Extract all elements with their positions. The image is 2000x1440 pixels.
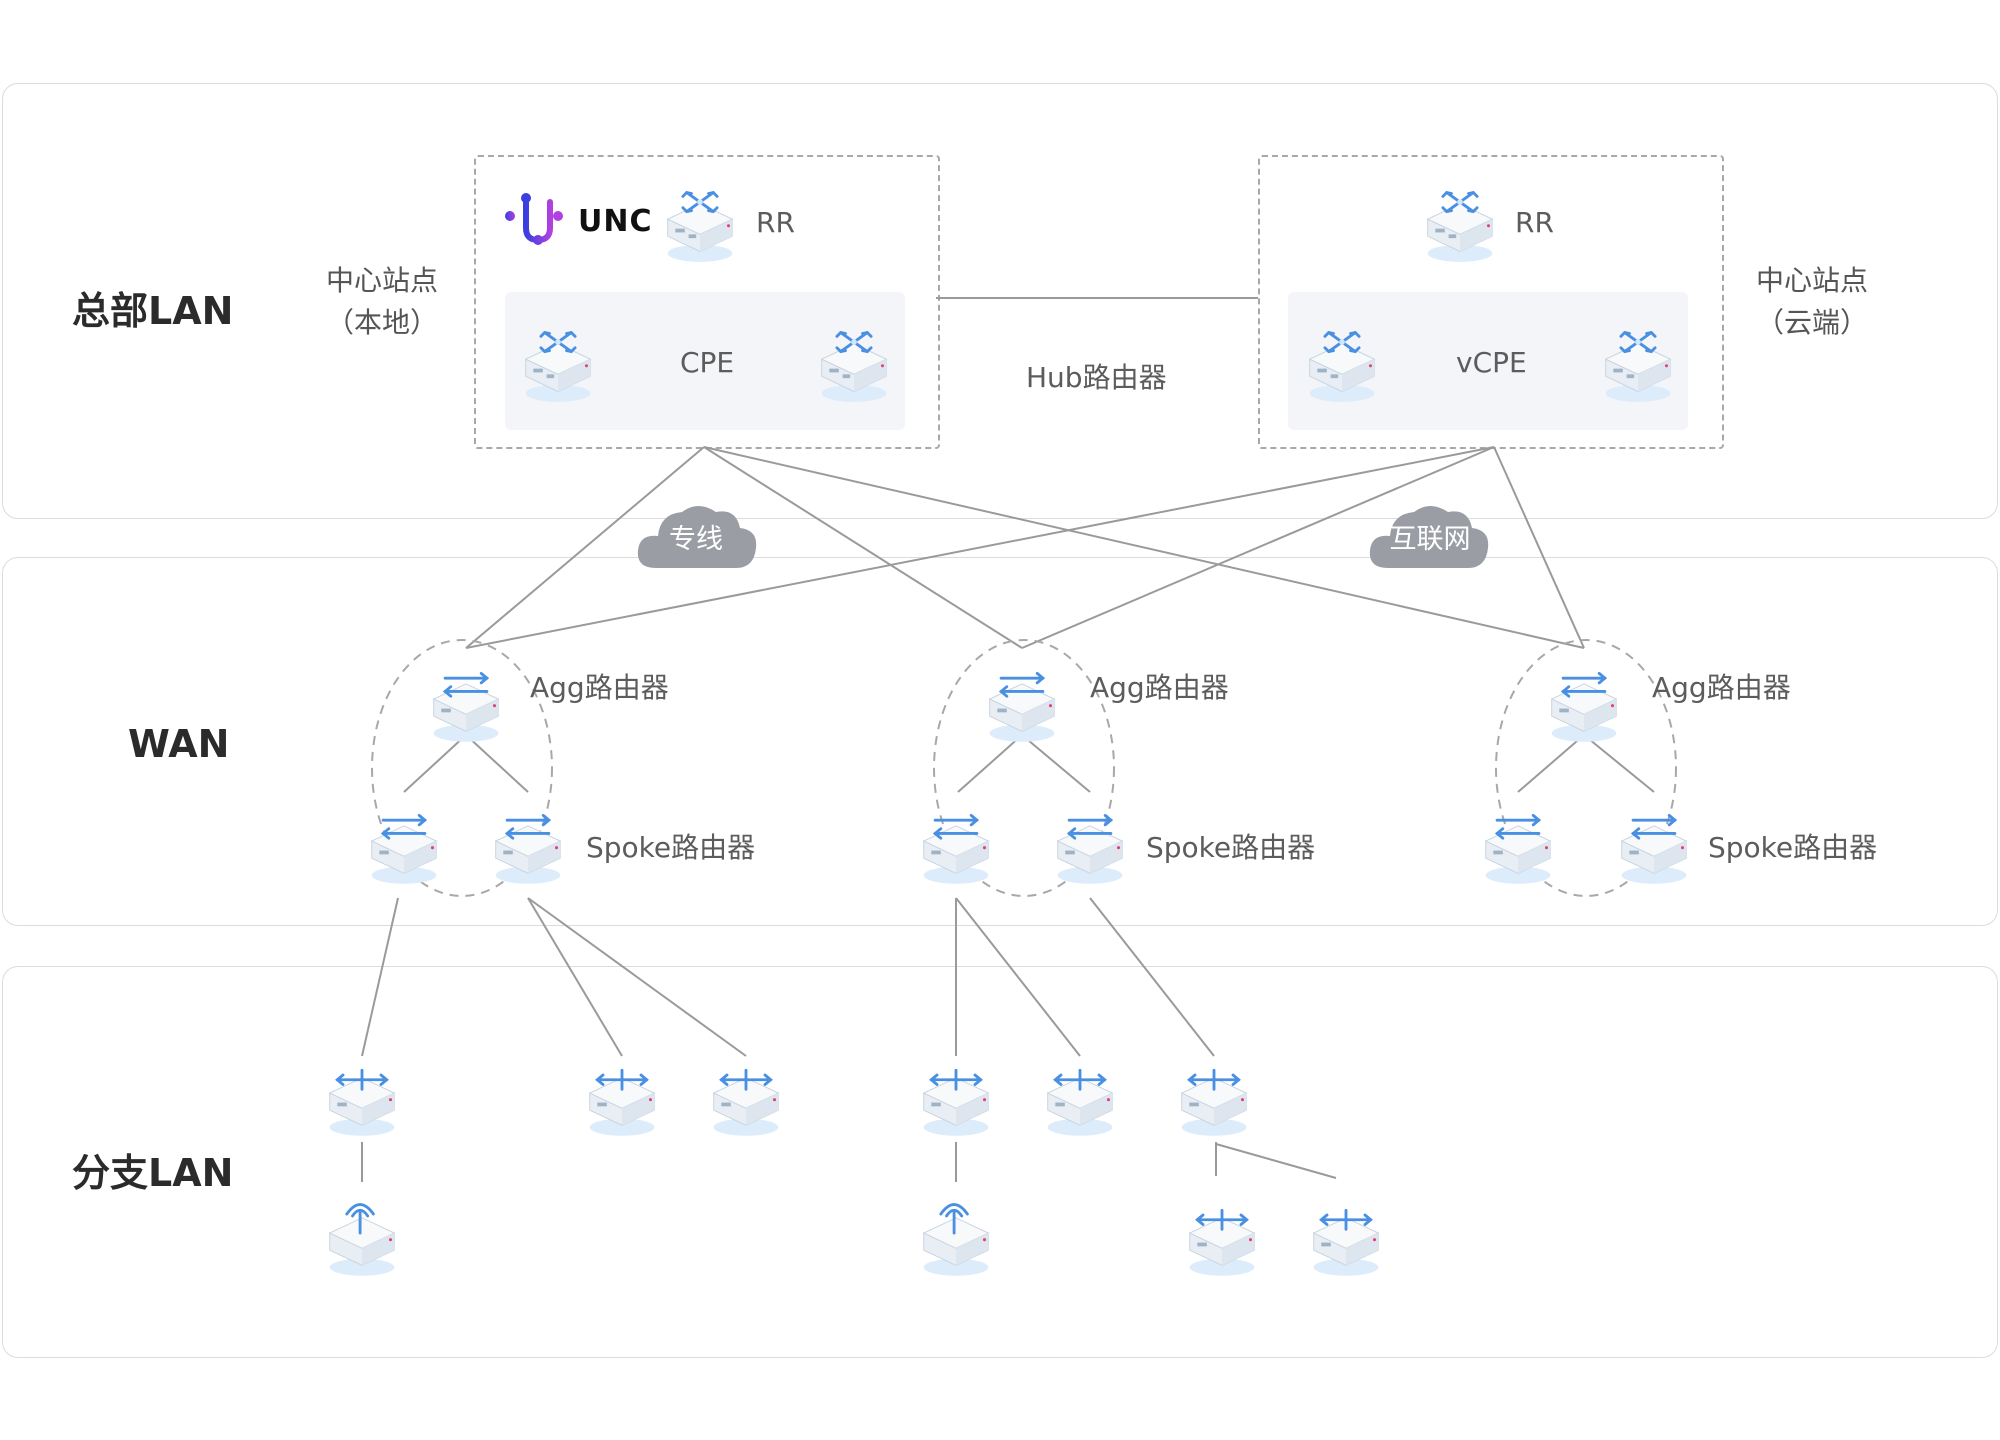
agg-router-3-icon: [1550, 671, 1618, 744]
zone-label-hq: 总部LAN: [72, 289, 234, 333]
agg-router-2-icon: [988, 671, 1056, 744]
branch-switch-5-icon: [1046, 1068, 1114, 1138]
rr-right-label: RR: [1515, 206, 1554, 239]
agg-router-1-label: Agg路由器: [530, 671, 669, 704]
cpe-left-router-icon: [523, 330, 593, 404]
zone-branch: [2, 966, 1998, 1358]
unc-logo-icon: [505, 193, 563, 245]
local-site-caption-line2: （本地）: [325, 306, 438, 339]
spoke-router-2a-icon: [922, 813, 990, 886]
uplink-lines: [465, 446, 1585, 649]
cpe-right-router-icon: [819, 330, 889, 404]
branch-switch-7-icon: [1188, 1208, 1256, 1278]
unc-logo: UNC: [502, 192, 652, 252]
spoke-router-3b-icon: [1620, 813, 1688, 886]
cloud-leased-label: 专线: [669, 524, 723, 555]
spoke-router-3a-icon: [1484, 813, 1552, 886]
cloud-site-caption-line2: （云端）: [1755, 306, 1868, 339]
branch-switch-8-icon: [1312, 1208, 1380, 1278]
cloud-internet-label: 互联网: [1390, 524, 1471, 555]
branch-switch-2-icon: [588, 1068, 656, 1138]
branch-switch-4-icon: [922, 1068, 990, 1138]
vcpe-label: vCPE: [1456, 346, 1527, 379]
spoke-router-2b-icon: [1056, 813, 1124, 886]
wan-groups: [371, 639, 1677, 897]
spoke-router-3-label: Spoke路由器: [1708, 831, 1878, 864]
vcpe-left-router-icon: [1307, 330, 1377, 404]
cloud-site-caption-line1: 中心站点: [1755, 264, 1868, 297]
branch-lines: [361, 897, 1337, 1182]
branch-switch-6-icon: [1180, 1068, 1248, 1138]
local-site-caption: 中心站点 （本地）: [292, 260, 472, 344]
wireless-ap-1-icon: [328, 1202, 396, 1278]
cloud-site-caption: 中心站点 （云端）: [1722, 260, 1902, 344]
zone-label-wan: WAN: [128, 722, 230, 766]
spoke-router-1-label: Spoke路由器: [586, 831, 756, 864]
zone-label-branch: 分支LAN: [72, 1151, 234, 1195]
hub-router-label: Hub路由器: [1026, 361, 1167, 394]
rr-left-label: RR: [756, 206, 795, 239]
agg-router-1-icon: [432, 671, 500, 744]
agg-router-3-label: Agg路由器: [1652, 671, 1791, 704]
spoke-router-2-label: Spoke路由器: [1146, 831, 1316, 864]
spoke-router-1a-icon: [370, 813, 438, 886]
cpe-label: CPE: [680, 346, 735, 379]
spoke-router-1b-icon: [494, 813, 562, 886]
local-site-caption-line1: 中心站点: [325, 264, 438, 297]
unc-logo-text: UNC: [578, 204, 653, 239]
wireless-ap-2-icon: [922, 1202, 990, 1278]
vcpe-right-router-icon: [1603, 330, 1673, 404]
branch-switch-1-icon: [328, 1068, 396, 1138]
rr-right-router-icon: [1425, 190, 1495, 264]
branch-switch-3-icon: [712, 1068, 780, 1138]
agg-spoke-lines: [403, 734, 1655, 793]
rr-left-router-icon: [665, 190, 735, 264]
agg-router-2-label: Agg路由器: [1090, 671, 1229, 704]
